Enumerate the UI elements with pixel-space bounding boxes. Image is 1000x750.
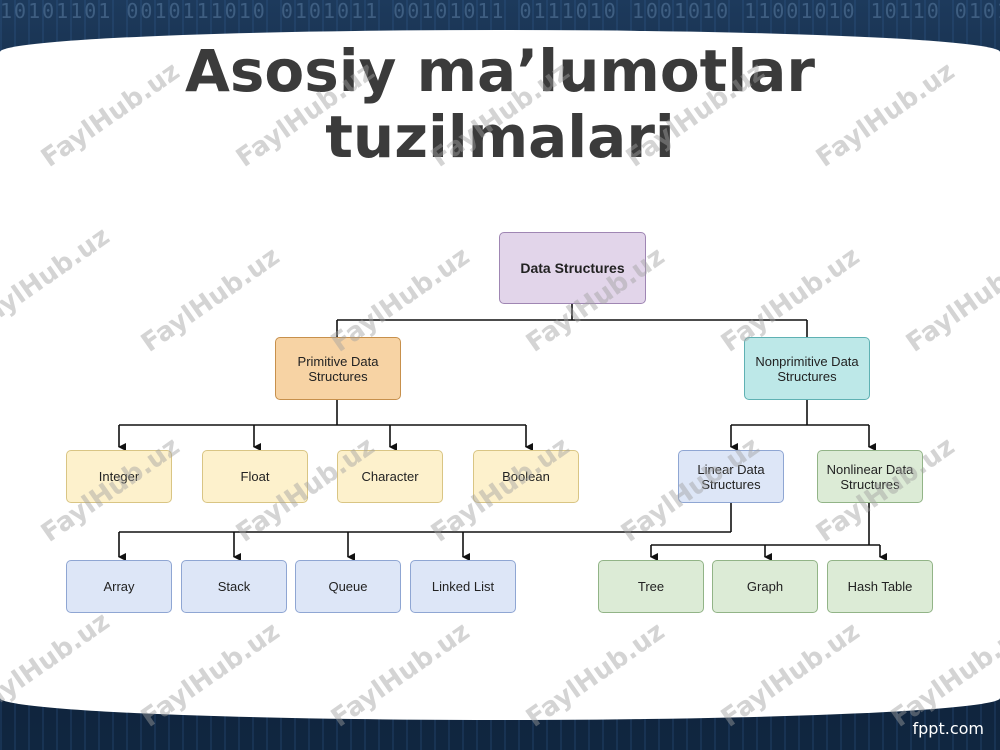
footer-brand: fppt.com — [912, 719, 984, 738]
title-line-1: Asosiy ma’lumotlar — [184, 37, 816, 105]
node-tree: Tree — [598, 560, 704, 613]
binary-background-text: 10101101 0010111010 0101011 00101011 011… — [0, 0, 1000, 23]
node-boolean: Boolean — [473, 450, 579, 503]
node-stack: Stack — [181, 560, 287, 613]
node-linear: Linear Data Structures — [678, 450, 784, 503]
page-title: Asosiy ma’lumotlar tuzilmalari — [0, 38, 1000, 170]
node-data-structures: Data Structures — [499, 232, 646, 304]
nonprimitive-connector — [731, 400, 869, 426]
node-array: Array — [66, 560, 172, 613]
node-primitive: Primitive Data Structures — [275, 337, 401, 400]
node-queue: Queue — [295, 560, 401, 613]
node-nonlinear: Nonlinear Data Structures — [817, 450, 923, 503]
node-linked-list: Linked List — [410, 560, 516, 613]
primitive-connector — [119, 400, 526, 426]
node-nonprimitive: Nonprimitive Data Structures — [744, 337, 870, 400]
nonlinear-connector — [651, 503, 880, 546]
linear-connector — [119, 503, 732, 533]
node-hash-table: Hash Table — [827, 560, 933, 613]
node-graph: Graph — [712, 560, 818, 613]
root-connector — [336, 304, 808, 337]
node-character: Character — [337, 450, 443, 503]
title-line-2: tuzilmalari — [325, 103, 675, 171]
node-integer: Integer — [66, 450, 172, 503]
node-float: Float — [202, 450, 308, 503]
